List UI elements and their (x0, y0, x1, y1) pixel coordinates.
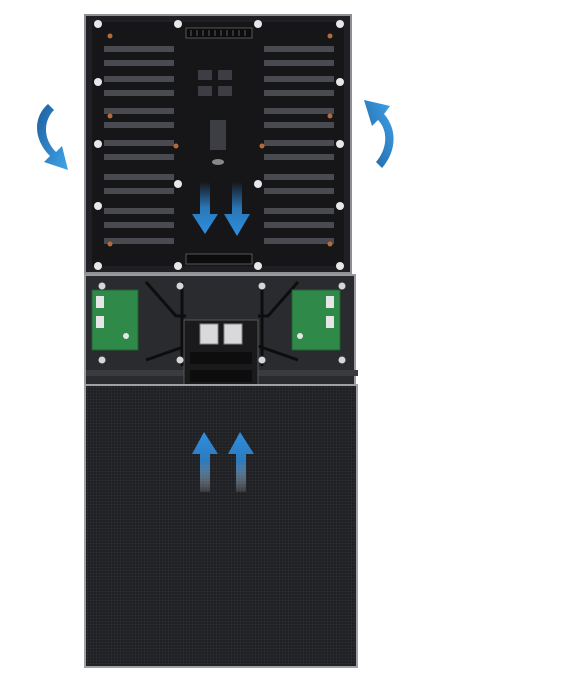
rotate-left-arrow-icon (37, 104, 68, 170)
up-arrow-icon (192, 432, 254, 492)
cabinet-frame (84, 274, 358, 387)
rotate-right-arrow-icon (364, 100, 394, 168)
down-arrow-icon (192, 182, 250, 236)
led-module-back-pcb (84, 14, 352, 274)
led-module-face (84, 384, 358, 668)
